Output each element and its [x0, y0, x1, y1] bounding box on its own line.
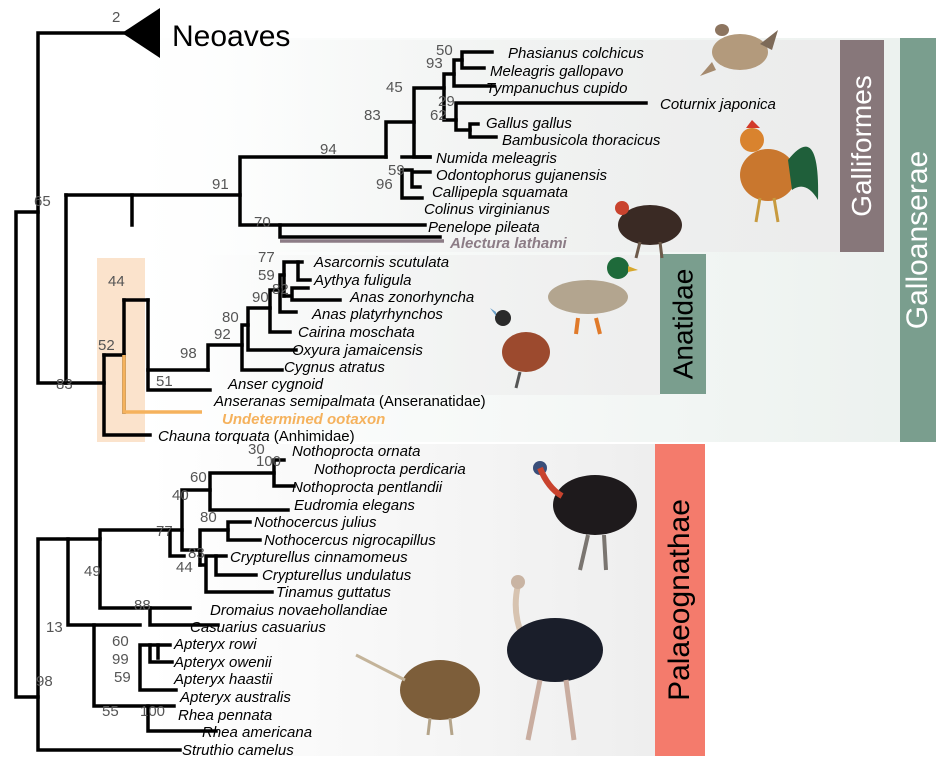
- taxon-label: Penelope pileata: [428, 219, 540, 236]
- taxon-label: Coturnix japonica: [660, 96, 776, 113]
- taxon-label: Anas zonorhyncha: [349, 289, 474, 306]
- cassowary-illustration: [533, 461, 637, 570]
- taxon-label: Phasianus colchicus: [508, 45, 644, 62]
- support-value: 77: [258, 249, 275, 266]
- support-value: 88: [134, 597, 151, 614]
- support-value: 44: [108, 273, 125, 290]
- taxon-label: Apteryx owenii: [173, 654, 272, 671]
- support-value: 13: [46, 619, 63, 636]
- taxon-label: Aythya fuligula: [313, 272, 411, 289]
- support-value: 99: [112, 651, 129, 668]
- taxon-label: Nothocercus nigrocapillus: [264, 532, 436, 549]
- support-value: 60: [112, 633, 129, 650]
- support-value: 51: [156, 373, 173, 390]
- taxon-label: Casuarius casuarius: [190, 619, 326, 636]
- taxon-label: Nothoprocta ornata: [292, 443, 420, 460]
- support-value: 45: [386, 79, 403, 96]
- taxon-label: Nothoprocta pentlandii: [292, 479, 443, 496]
- taxon-label: Callipepla squamata: [432, 184, 568, 201]
- highlighted-taxon-label: Alectura lathami: [449, 235, 568, 252]
- support-value: 62: [430, 107, 447, 124]
- taxon-label: Anser cygnoid: [227, 376, 324, 393]
- support-value: 94: [320, 141, 337, 158]
- grouse-illustration: [700, 24, 778, 76]
- support-value: 59: [388, 162, 405, 179]
- support-value: 40: [172, 487, 189, 504]
- brush-turkey-illustration: [615, 201, 682, 258]
- taxon-label: Struthio camelus: [182, 742, 294, 759]
- taxon-label: Nothocercus julius: [254, 514, 377, 531]
- taxon-label: Odontophorus gujanensis: [436, 167, 607, 184]
- taxon-label: Dromaius novaehollandiae: [210, 602, 388, 619]
- support-value: 30: [248, 441, 265, 458]
- support-value: 80: [200, 509, 217, 526]
- support-value: 59: [114, 669, 131, 686]
- taxon-label: Apteryx rowi: [173, 636, 257, 653]
- taxon-label: Colinus virginianus: [424, 201, 550, 218]
- taxon-label: Rhea pennata: [178, 707, 272, 724]
- taxon-label: Tympanuchus cupido: [486, 80, 627, 97]
- taxon-label: Anas platyrhynchos: [311, 306, 443, 323]
- mallard-illustration: [548, 257, 638, 334]
- taxon-label: Apteryx haastii: [173, 671, 273, 688]
- taxon-label: Apteryx australis: [179, 689, 291, 706]
- taxon-label: Cygnus atratus: [284, 359, 385, 376]
- support-value: 91: [212, 176, 229, 193]
- support-value: 90: [252, 289, 269, 306]
- taxon-label: Crypturellus cinnamomeus: [230, 549, 408, 566]
- support-value: 83: [188, 545, 205, 562]
- taxon-label: Anseranas semipalmata(Anseranatidae): [213, 393, 486, 410]
- support-value: 98: [36, 673, 53, 690]
- support-value: 2: [112, 9, 120, 26]
- support-value: 93: [426, 55, 443, 72]
- support-value: 92: [214, 326, 231, 343]
- taxon-label: Gallus gallus: [486, 115, 572, 132]
- taxon-label: Nothoprocta perdicaria: [314, 461, 466, 478]
- taxon-label: Crypturellus undulatus: [262, 567, 412, 584]
- support-value: 100: [140, 703, 165, 720]
- support-value: 65: [34, 193, 51, 210]
- taxon-label: Tinamus guttatus: [276, 584, 391, 601]
- taxon-label: Asarcornis scutulata: [313, 254, 449, 271]
- rooster-illustration: [740, 120, 818, 222]
- taxon-label: Cairina moschata: [298, 324, 415, 341]
- support-value: 52: [98, 337, 115, 354]
- support-value: 98: [180, 345, 197, 362]
- ostrich-illustration: [507, 575, 603, 740]
- support-value: 80: [222, 309, 239, 326]
- taxon-label: Numida meleagris: [436, 150, 557, 167]
- taxon-label: Rhea americana: [202, 724, 312, 741]
- taxon-label: Bambusicola thoracicus: [502, 132, 661, 149]
- support-value: 55: [102, 703, 119, 720]
- taxon-label: Meleagris gallopavo: [490, 63, 623, 80]
- neoaves-label: Neoaves: [172, 20, 290, 53]
- taxon-labels: Phasianus colchicus Meleagris gallopavo …: [158, 45, 776, 759]
- kiwi-illustration: [356, 655, 480, 735]
- taxon-label: Eudromia elegans: [294, 497, 415, 514]
- ruddy-duck-illustration: [490, 308, 550, 388]
- support-value: 77: [156, 523, 173, 540]
- support-value: 83: [56, 376, 73, 393]
- support-value: 60: [190, 469, 207, 486]
- support-value: 83: [364, 107, 381, 124]
- support-value: 59: [258, 267, 275, 284]
- support-value: 70: [254, 214, 271, 231]
- ootaxon-label: Undetermined ootaxon: [222, 411, 385, 428]
- taxon-label: Oxyura jamaicensis: [292, 342, 423, 359]
- neoaves-collapsed-clade: [122, 8, 160, 58]
- support-value: 49: [84, 563, 101, 580]
